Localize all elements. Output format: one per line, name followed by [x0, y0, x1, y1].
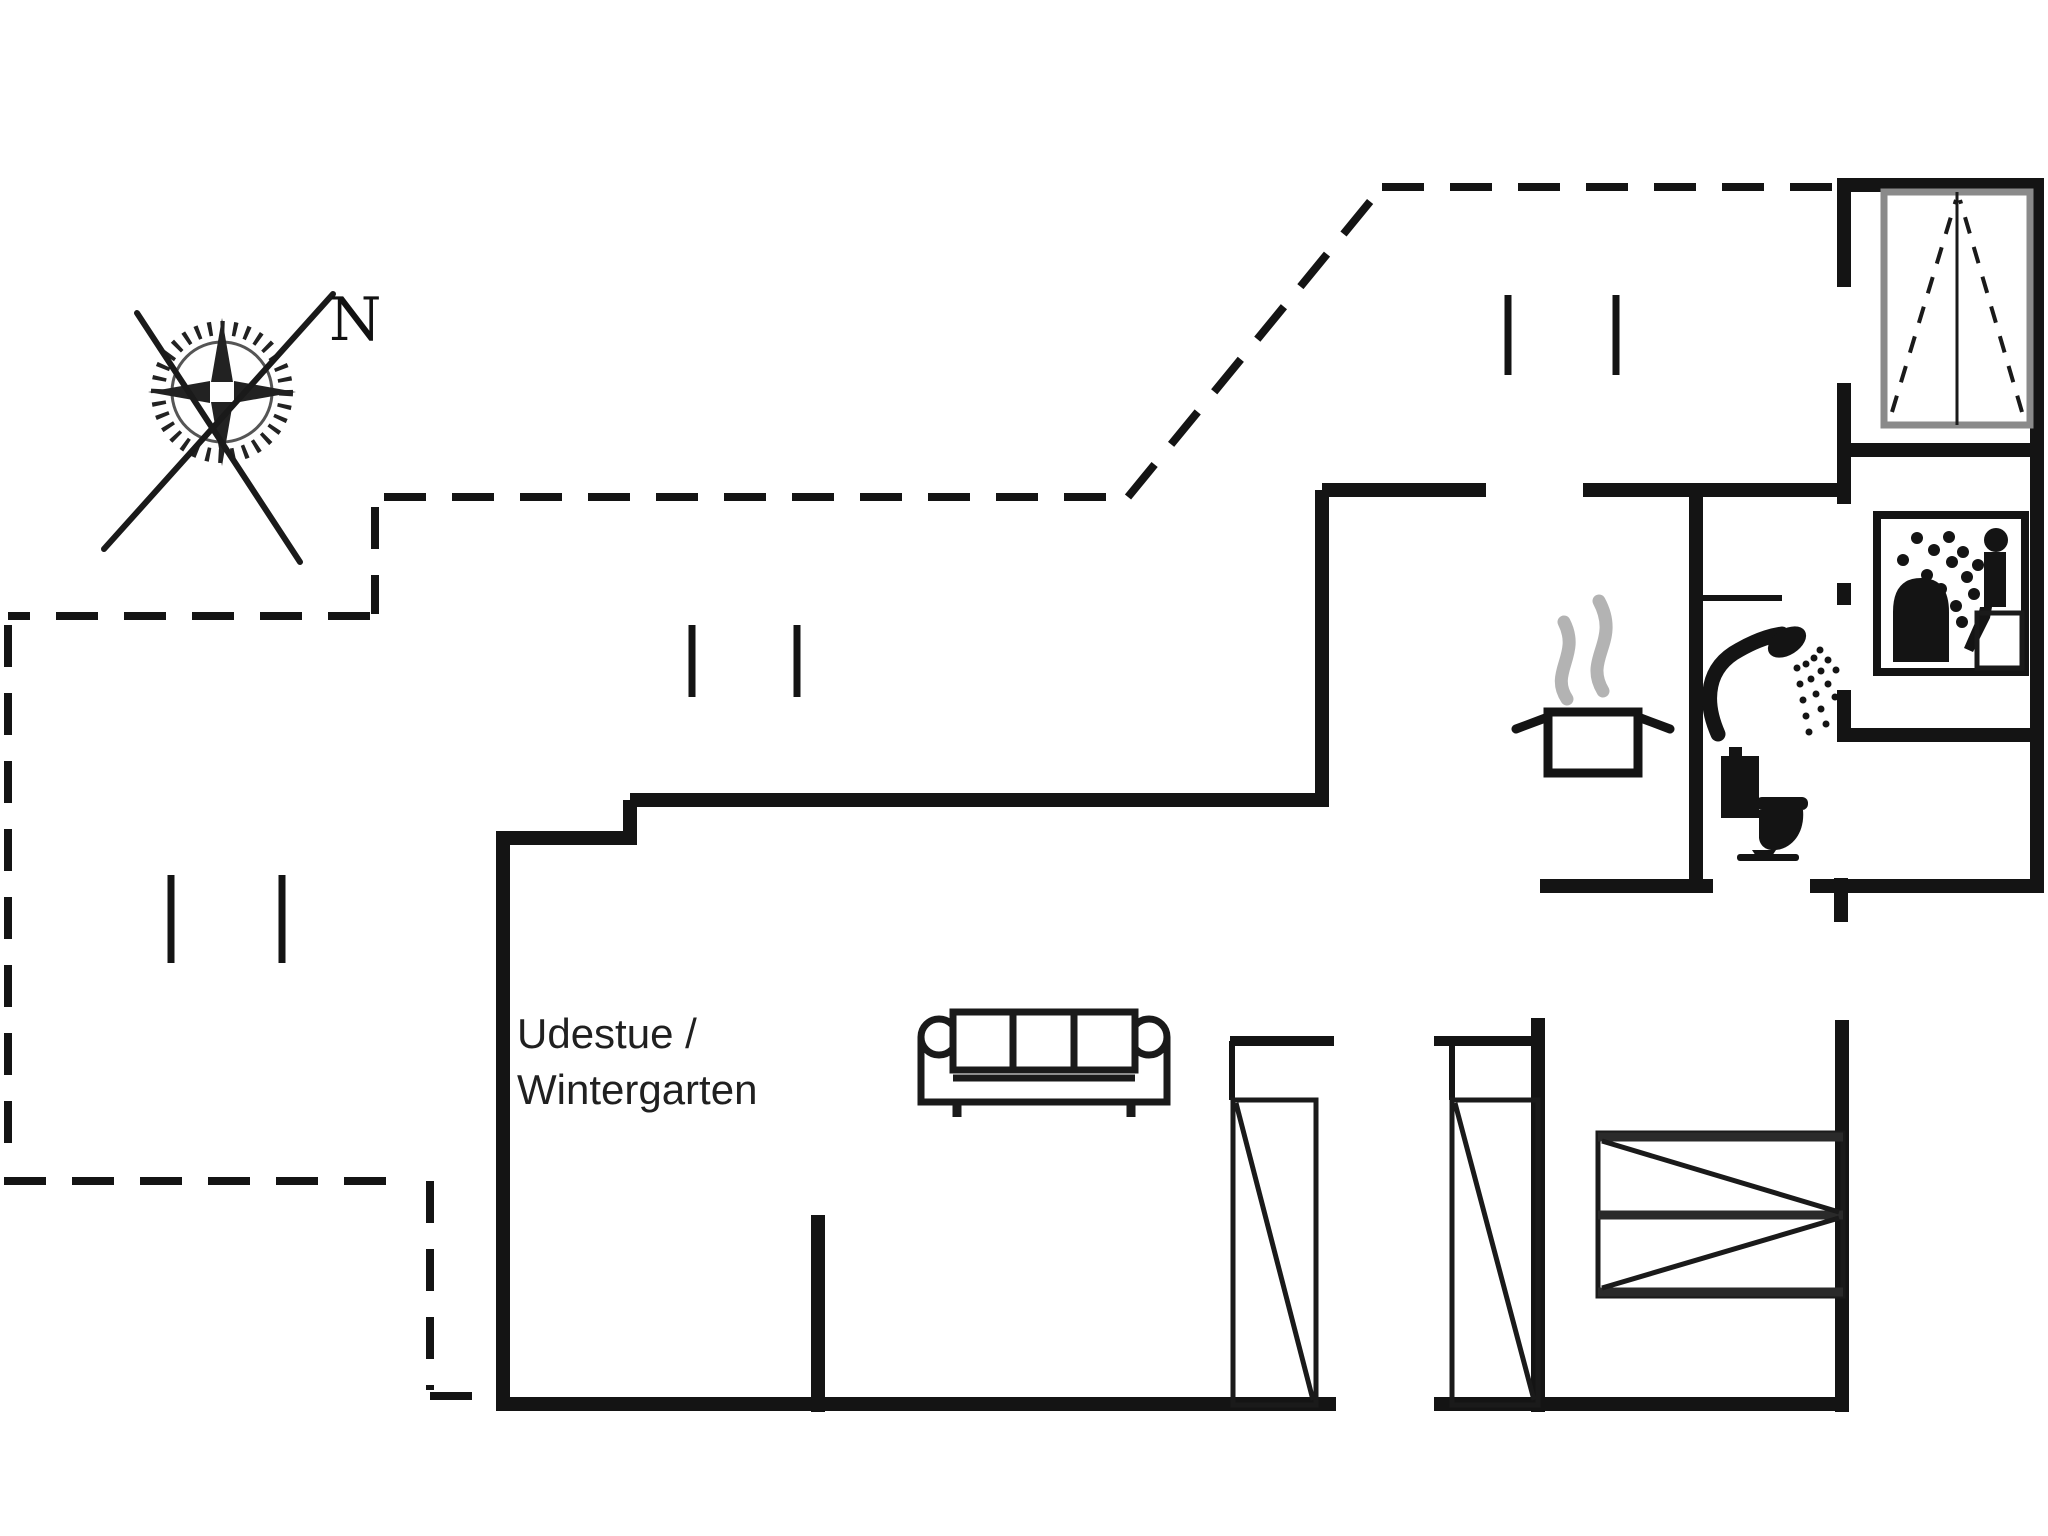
shower-icon [1702, 626, 1840, 742]
room-label-line1: Udestue / [517, 1010, 697, 1057]
compass-rose-icon: N [101, 285, 382, 565]
north-label: N [329, 285, 382, 355]
cooking-pot-icon [1511, 594, 1675, 778]
toilet-icon [1721, 747, 1808, 861]
sofa-icon [917, 1008, 1171, 1117]
terrace-boundary [4, 183, 1834, 1400]
opening-tick-marks [167, 295, 1620, 963]
room-label-udestue: Udestue / Wintergarten [517, 1010, 757, 1113]
double-bed-icon [1595, 1130, 1846, 1299]
room-label-line2: Wintergarten [517, 1066, 757, 1113]
sauna-icon [1873, 511, 2029, 676]
wardrobe-icon [1449, 1097, 1541, 1408]
walls [496, 178, 2044, 1412]
double-door-icon [1880, 188, 2034, 429]
wardrobe-icon [1230, 1097, 1319, 1408]
